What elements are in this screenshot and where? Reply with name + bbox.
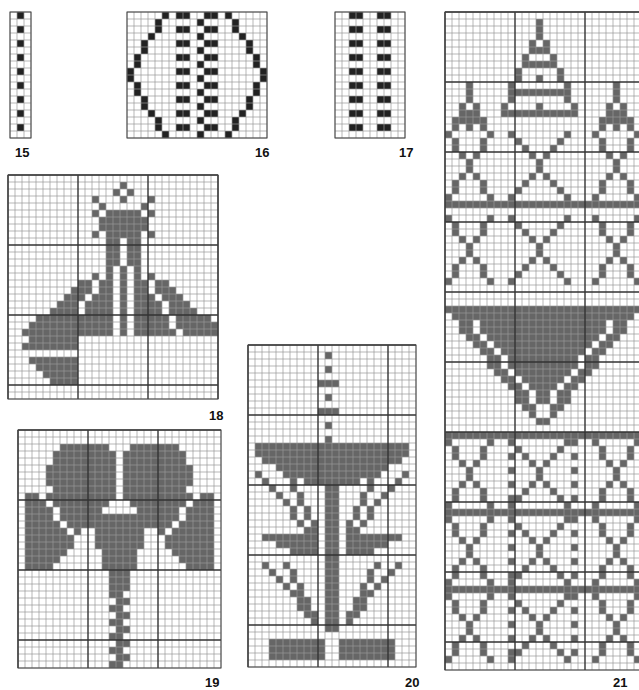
filled-cells <box>127 12 267 138</box>
chart-number: 21 <box>612 676 628 689</box>
grid-major-lines <box>248 345 416 667</box>
grid-border <box>8 175 218 399</box>
grid-lines <box>10 12 31 138</box>
grid-border <box>10 12 31 138</box>
grid-border <box>335 12 405 138</box>
grid-major-lines <box>18 430 221 668</box>
grid-ground <box>127 12 267 138</box>
grid-lines <box>335 12 405 138</box>
grid-border <box>18 430 221 668</box>
grid-border <box>248 345 416 667</box>
grid-lines <box>8 175 218 399</box>
grid-ground <box>335 12 405 138</box>
chart-grid <box>8 175 218 399</box>
filled-cells <box>17 12 24 131</box>
chart-number: 15 <box>14 146 30 159</box>
grid-lines <box>445 12 639 670</box>
grid-ground <box>18 430 221 668</box>
chart-grid <box>10 12 31 138</box>
chart-number: 18 <box>208 409 224 422</box>
grid-border <box>445 12 639 670</box>
grid-ground <box>248 345 416 667</box>
grid-ground <box>10 12 31 138</box>
chart-grid <box>18 430 221 668</box>
chart-number: 19 <box>204 676 220 689</box>
chart-number: 20 <box>404 676 420 689</box>
grid-lines <box>127 12 267 138</box>
chart-grid <box>127 12 267 138</box>
grid-lines <box>18 430 221 668</box>
grid-major-lines <box>8 175 218 399</box>
grid-lines <box>248 345 416 667</box>
chart-grid <box>248 345 416 667</box>
chart-grid <box>445 12 639 670</box>
chart-number: 17 <box>398 146 414 159</box>
grid-ground <box>445 12 639 670</box>
chart-number: 16 <box>254 146 270 159</box>
grid-major-lines <box>445 12 639 670</box>
grid-ground <box>8 175 218 399</box>
grid-border <box>127 12 267 138</box>
chart-grid <box>335 12 405 138</box>
